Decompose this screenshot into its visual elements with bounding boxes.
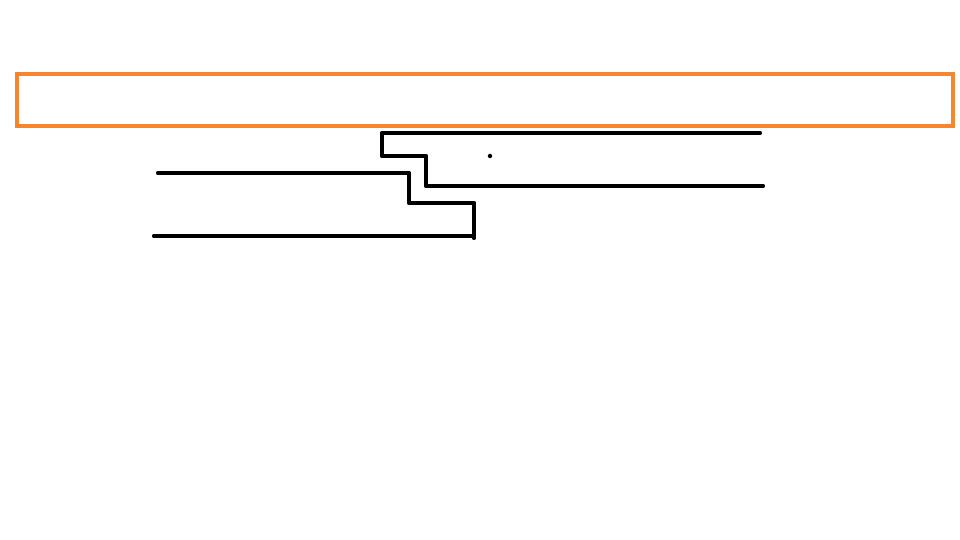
title-placeholder-box[interactable] (15, 72, 955, 128)
ink-dot (487, 153, 493, 159)
middle-step-line (156, 171, 476, 240)
upper-step-line (380, 131, 765, 188)
hand-drawn-step-lines (152, 131, 765, 240)
